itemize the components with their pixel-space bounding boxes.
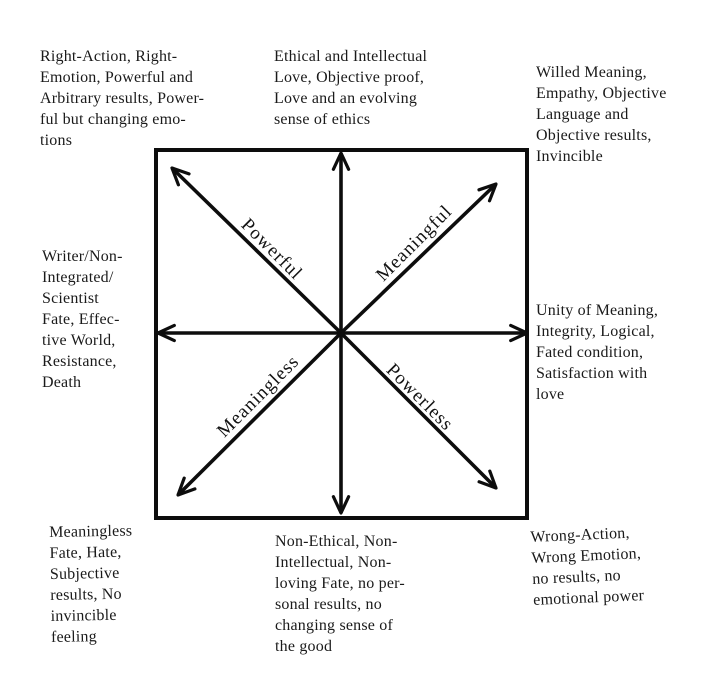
axis-label-meaningless: Meaningless (213, 351, 304, 442)
arrowhead-down-left-icon (176, 476, 197, 497)
axis-label-powerful: Powerful (237, 214, 307, 284)
diagonal-up-right-line (339, 182, 498, 335)
diagonal-down-left-line (176, 331, 343, 497)
arrowhead-up-icon (331, 151, 351, 171)
arrowhead-down-icon (331, 495, 351, 515)
annotation-top-center: Ethical and Intellectual Love, Objective… (274, 48, 428, 128)
diagonal-down-right-line (339, 331, 498, 490)
annotation-top-right: Willed Meaning, Empathy, Objective Langu… (536, 64, 667, 165)
annotation-middle-right: Unity of Meaning, Integrity, Logical, Fa… (536, 302, 659, 403)
arrowhead-up-right-icon (477, 182, 498, 203)
annotation-top-left: Right-Action, Right- Emotion, Powerful a… (40, 48, 205, 149)
arrowhead-right-icon (509, 323, 529, 343)
axis-label-meaningful: Meaningful (372, 201, 457, 286)
arrowhead-up-left-icon (170, 166, 191, 187)
arrowhead-down-right-icon (477, 469, 498, 490)
axis-label-powerless: Powerless (382, 360, 458, 436)
diagonal-up-left-line (170, 166, 343, 335)
annotation-bottom-center: Non-Ethical, Non- Intellectual, Non- lov… (275, 533, 405, 655)
arrowhead-left-icon (156, 323, 176, 343)
annotation-middle-left: Writer/Non- Integrated/ Scientist Fate, … (42, 248, 123, 391)
